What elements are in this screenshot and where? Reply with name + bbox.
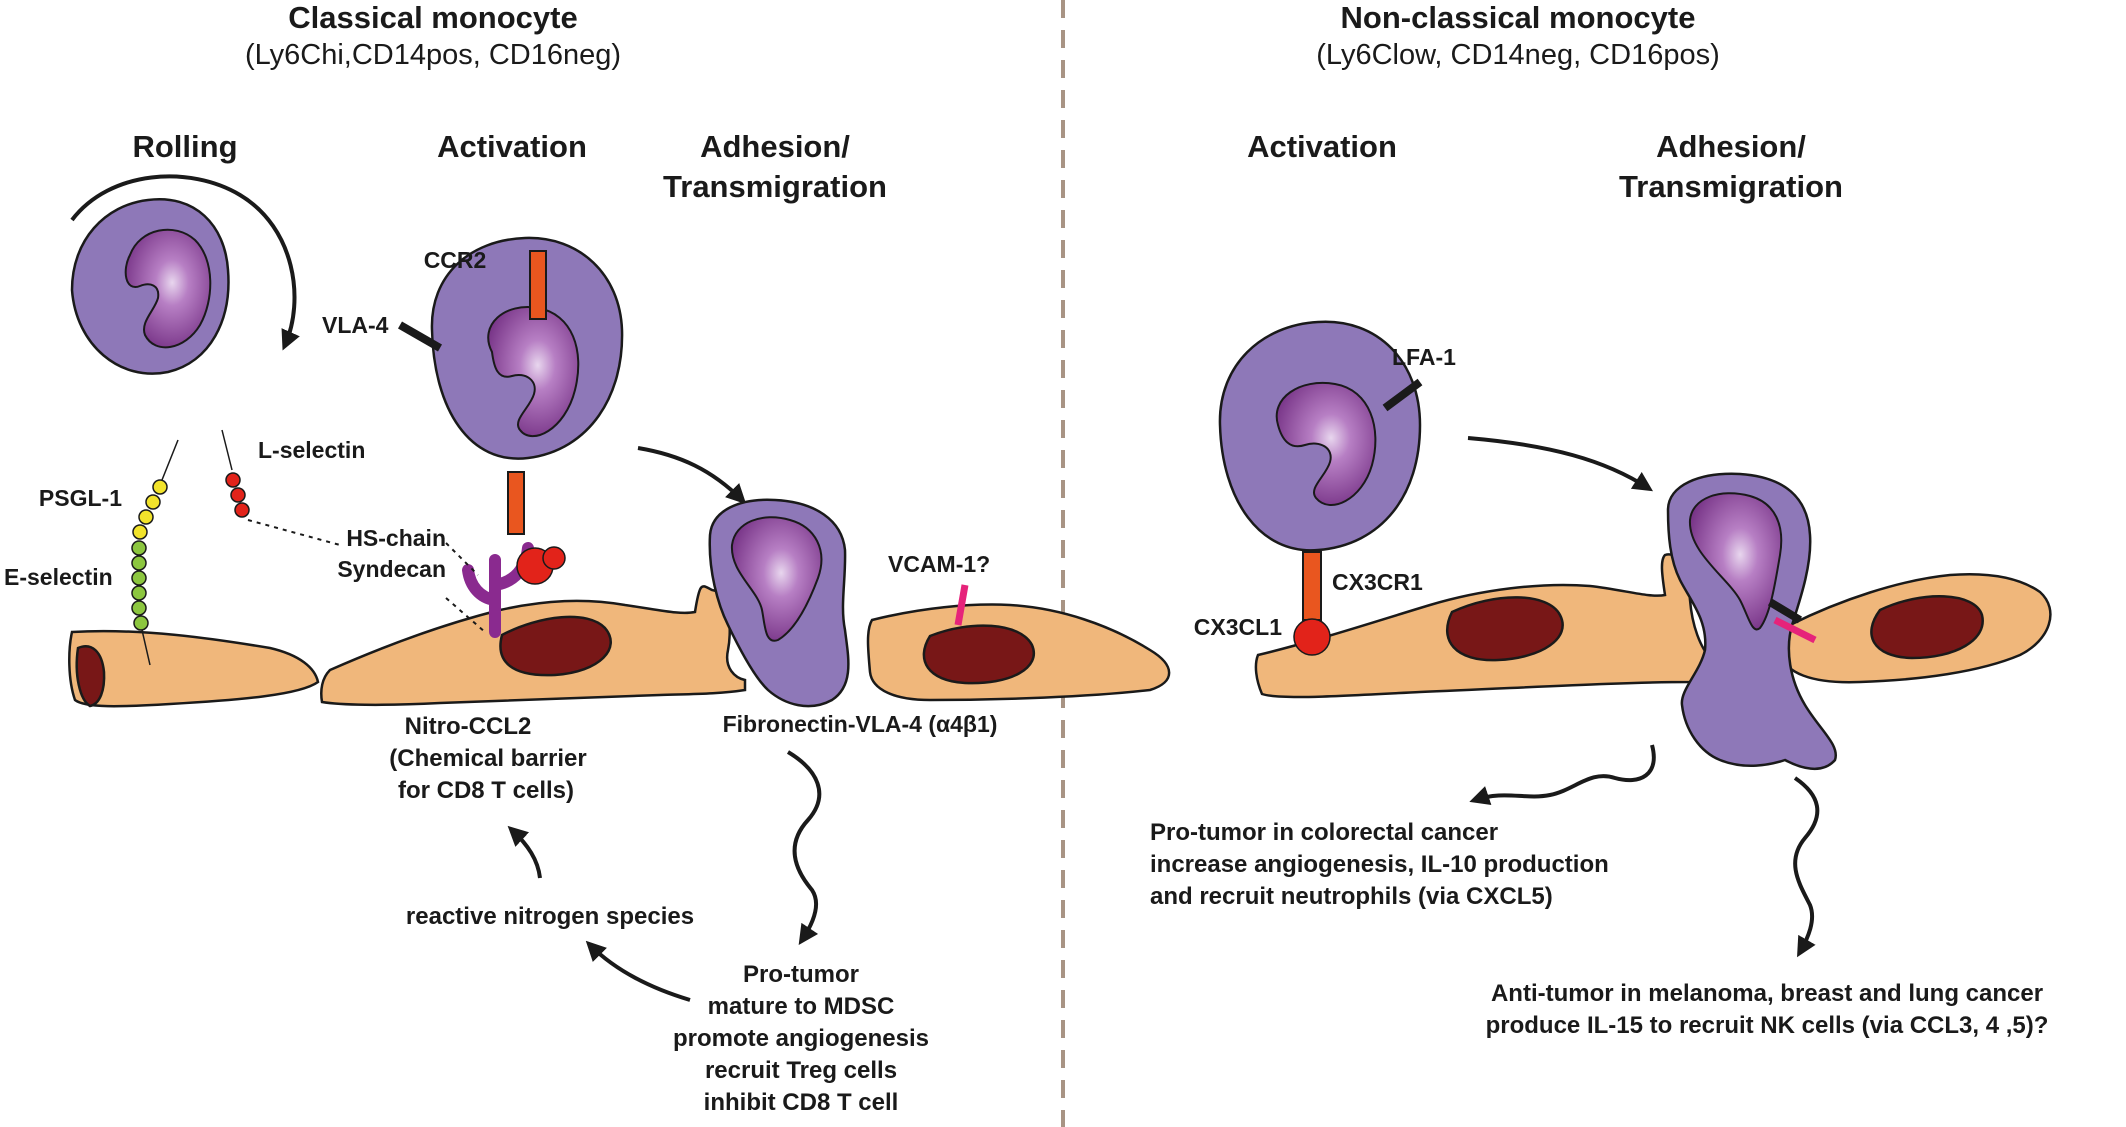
protumor-left-line-1: Pro-tumor: [743, 961, 859, 988]
colorectal-line-2: increase angiogenesis, IL-10 production: [1150, 851, 1609, 878]
endothelial-cell-1: [68, 629, 320, 708]
colorectal-line-3: and recruit neutrophils (via CXCL5): [1150, 883, 1553, 910]
endothelial-nucleus-5: [1870, 595, 1984, 660]
antitumor-line-1: Anti-tumor in melanoma, breast and lung …: [1491, 980, 2043, 1007]
nonclassical-activation-monocyte: [1218, 320, 1422, 552]
ccr2-ligand-stalk: [507, 471, 525, 535]
nonclassical-activation-arrow: [1467, 436, 1654, 492]
endothelial-nucleus-4: [1446, 596, 1564, 662]
nitro-ccl2-line-3: for CD8 T cells): [398, 777, 574, 804]
protumor-left-line-5: inhibit CD8 T cell: [704, 1089, 899, 1116]
antitumor-line-2: produce IL-15 to recruit NK cells (via C…: [1486, 1012, 2049, 1039]
ccl2-chemokine: [516, 546, 566, 585]
cx3cr1-label: CX3CR1: [1332, 569, 1423, 595]
nitro-ccl2-line-1: Nitro-CCL2: [405, 713, 532, 740]
vla4-label: VLA-4: [322, 312, 389, 338]
stage-transmigration-right: Transmigration: [1619, 169, 1843, 204]
icam-bound-right: [1773, 616, 1817, 644]
protumor-left-line-2: mature to MDSC: [708, 993, 895, 1020]
stage-adhesion-left: Adhesion/: [700, 129, 850, 164]
vla4-receptor: [398, 321, 442, 352]
left-title: Classical monocyte: [288, 0, 577, 35]
rolling-monocyte: [70, 198, 230, 375]
lfa1-bound-right: [1767, 598, 1803, 624]
endothelial-nucleus-2: [499, 615, 612, 677]
protumor-left-line-4: recruit Treg cells: [705, 1057, 897, 1084]
stage-rolling: Rolling: [132, 129, 237, 164]
cx3cr1-receptor: [1302, 551, 1322, 621]
wavy-arrow-left: [786, 750, 822, 945]
nitro-ccl2-line-2: (Chemical barrier: [389, 745, 586, 772]
activation-monocyte: [430, 236, 624, 460]
endothelial-nucleus-1: [75, 645, 106, 708]
left-subtitle: (Ly6Chi,CD14pos, CD16neg): [245, 39, 621, 71]
ccr2-label: CCR2: [424, 247, 487, 273]
rns-arrow: [585, 940, 691, 1002]
vcam1-label: VCAM-1?: [888, 551, 990, 577]
transmigrating-monocyte-left: [708, 498, 850, 708]
psgl1-label: PSGL-1: [39, 485, 122, 511]
lfa1-label: LFA-1: [1392, 344, 1456, 370]
colorectal-line-1: Pro-tumor in colorectal cancer: [1150, 819, 1498, 846]
stage-activation-right: Activation: [1247, 129, 1397, 164]
wavy-arrow-colorectal: [1469, 744, 1656, 806]
lfa1-receptor: [1382, 378, 1423, 412]
psgl1-chain: [132, 479, 168, 540]
fibronectin-label: Fibronectin-VLA-4 (α4β1): [723, 711, 998, 737]
rolling-arrow: [70, 174, 300, 351]
stage-adhesion-right: Adhesion/: [1656, 129, 1806, 164]
right-title: Non-classical monocyte: [1341, 0, 1696, 35]
hs-chain-label: HS-chain: [346, 525, 446, 551]
e-selectin-chain: [131, 540, 149, 631]
stage-transmigration-left: Transmigration: [663, 169, 887, 204]
protumor-left-line-3: promote angiogenesis: [673, 1025, 929, 1052]
rns-label: reactive nitrogen species: [406, 903, 694, 930]
right-subtitle: (Ly6Clow, CD14neg, CD16pos): [1316, 39, 1720, 71]
ccr2-receptor: [529, 250, 547, 320]
vcam1-marker: [954, 584, 969, 626]
l-selectin-label: L-selectin: [258, 437, 365, 463]
cx3cl1-ligand: [1293, 618, 1331, 656]
stage-activation-left: Activation: [437, 129, 587, 164]
transmigrating-monocyte-right: [1666, 472, 1838, 770]
rns-to-ccl2-arrow: [507, 825, 542, 879]
cx3cl1-label: CX3CL1: [1194, 614, 1282, 640]
activation-to-adhesion-arrow: [637, 446, 747, 505]
wavy-arrow-antitumor: [1793, 776, 1820, 958]
e-selectin-label: E-selectin: [4, 564, 113, 590]
endothelial-nucleus-3: [922, 624, 1035, 685]
syndecan-label: Syndecan: [337, 556, 446, 582]
l-selectin-chain: [225, 472, 250, 518]
